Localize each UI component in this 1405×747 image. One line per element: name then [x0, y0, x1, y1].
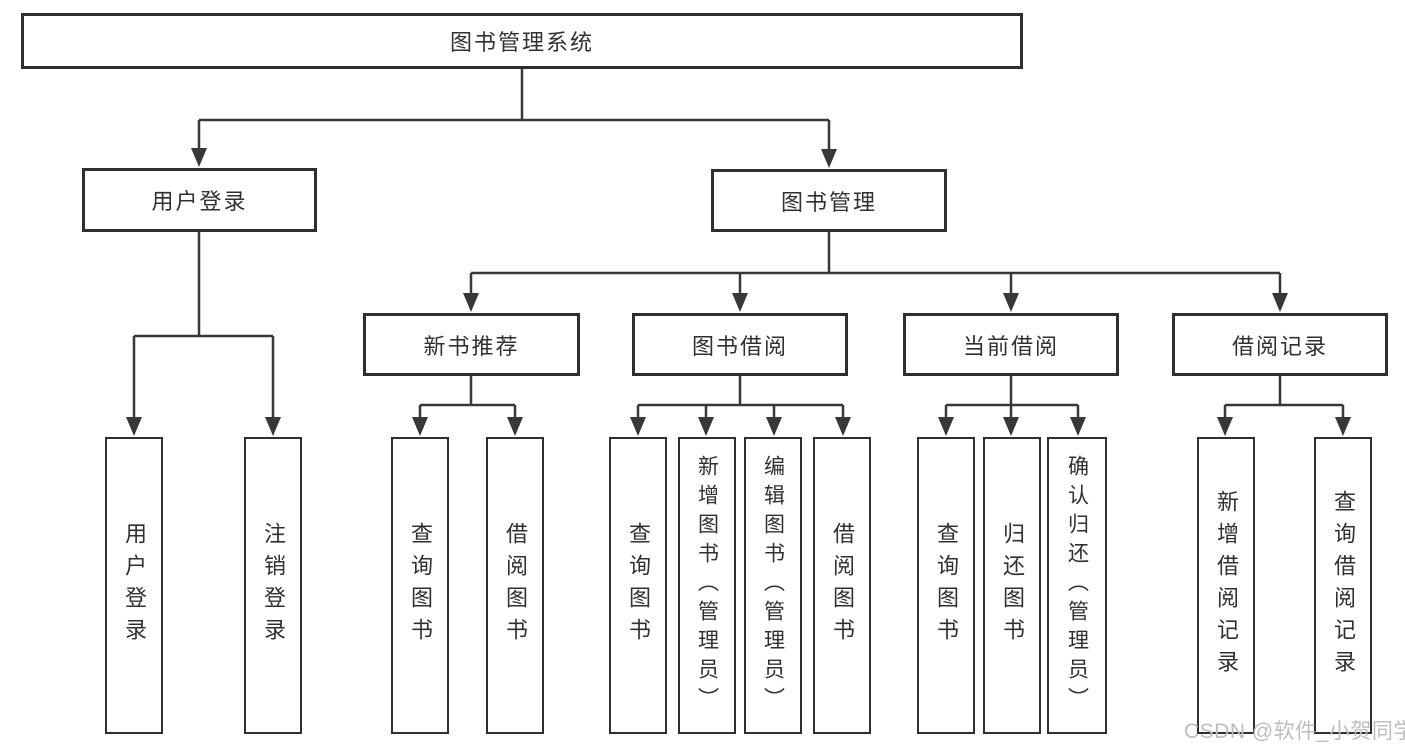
edge-currentborrow-to-children [944, 376, 1080, 420]
edge-root-to-level2 [197, 69, 831, 152]
node-leaf-logout: 注销登录 [244, 437, 302, 734]
leaf-label: 新增图书（管理员） [695, 455, 719, 716]
leaf-label: 借阅图书 [503, 521, 528, 650]
node-cb-query-books: 查询图书 [917, 437, 975, 734]
leaf-label: 查询图书 [934, 521, 959, 650]
leaf-label: 查询图书 [408, 521, 433, 650]
node-book-borrow: 图书借阅 [632, 313, 848, 376]
node-leaf-user-login: 用户登录 [105, 437, 163, 734]
leaf-label: 编辑图书（管理员） [761, 455, 785, 716]
connector-edges [132, 69, 1345, 420]
edge-newbookrec-to-children [418, 376, 517, 420]
node-bb-edit-books-admin: 编辑图书（管理员） [744, 437, 802, 734]
leaf-label: 借阅图书 [830, 521, 855, 650]
node-new-book-recommend: 新书推荐 [363, 313, 580, 376]
leaf-label: 查询图书 [626, 521, 651, 650]
leaf-label: 确认归还（管理员） [1065, 455, 1089, 716]
edge-bookmgmt-to-level3 [469, 232, 1282, 296]
node-current-borrow: 当前借阅 [903, 313, 1119, 376]
node-bb-borrow-books: 借阅图书 [813, 437, 871, 734]
node-br-add-record: 新增借阅记录 [1197, 437, 1255, 734]
node-borrow-records: 借阅记录 [1172, 313, 1388, 376]
node-nb-borrow-books: 借阅图书 [486, 437, 544, 734]
node-cb-return-books: 归还图书 [983, 437, 1041, 734]
leaf-label: 查询借阅记录 [1331, 489, 1356, 682]
node-nb-query-books: 查询图书 [391, 437, 449, 734]
node-user-login: 用户登录 [82, 168, 317, 232]
leaf-label: 归还图书 [1000, 521, 1025, 650]
node-bb-add-books-admin: 新增图书（管理员） [678, 437, 736, 734]
leaf-label: 注销登录 [261, 521, 286, 650]
node-book-management: 图书管理 [711, 169, 947, 232]
node-bb-query-books: 查询图书 [609, 437, 667, 734]
node-br-query-record: 查询借阅记录 [1314, 437, 1372, 734]
node-root-system: 图书管理系统 [21, 13, 1023, 69]
edge-userlogin-to-children [132, 232, 275, 420]
leaf-label: 用户登录 [122, 521, 147, 650]
watermark: CSDN @软件_小贺同学 [1184, 720, 1405, 743]
node-cb-confirm-return-admin: 确认归还（管理员） [1047, 437, 1107, 734]
edge-borrowrecords-to-children [1223, 376, 1345, 420]
edge-bookborrow-to-children [636, 376, 845, 420]
leaf-label: 新增借阅记录 [1214, 489, 1239, 682]
